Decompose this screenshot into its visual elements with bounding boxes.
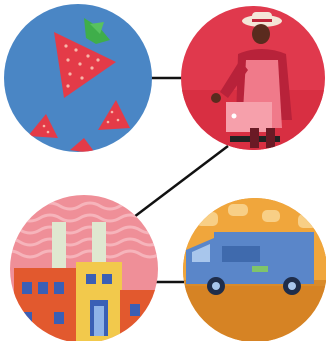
- delivery-truck-icon: [183, 198, 326, 341]
- strawberry-icon: [28, 18, 130, 152]
- truck-circle: [183, 198, 326, 341]
- factory-circle: [10, 195, 158, 341]
- connector-lines: [133, 76, 229, 284]
- connector-farmer-factory: [133, 145, 229, 218]
- farmer-circle: [181, 6, 325, 150]
- strawberry-circle: [4, 4, 152, 152]
